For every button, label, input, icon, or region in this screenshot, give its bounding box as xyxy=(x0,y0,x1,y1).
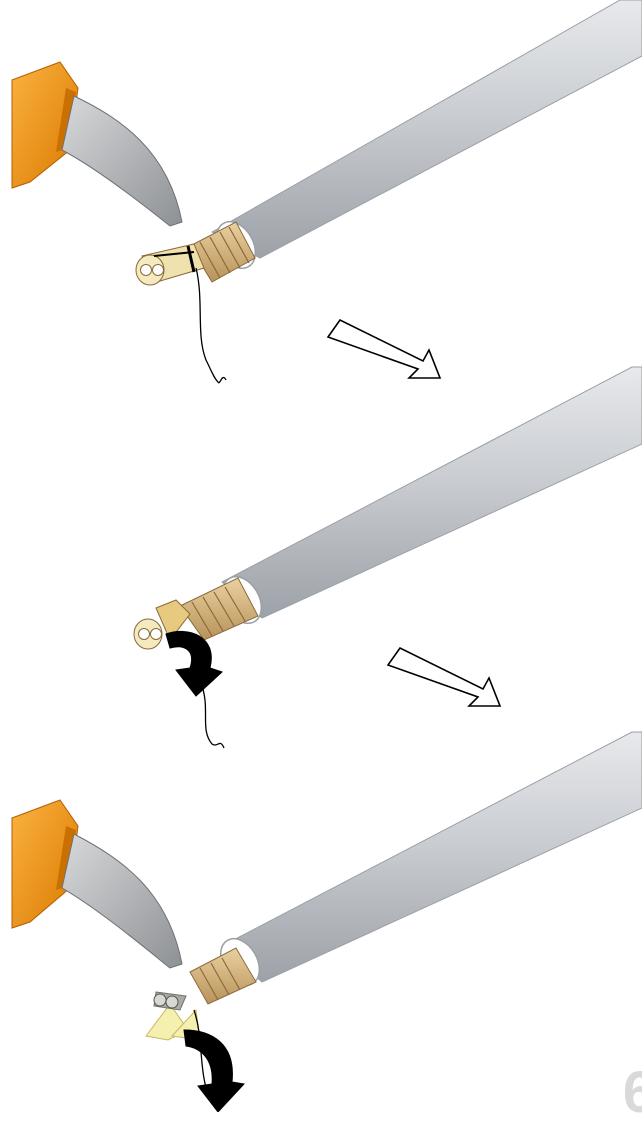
cable-conductors xyxy=(134,619,162,649)
process-arrow-icon xyxy=(388,648,500,706)
cable-sheath xyxy=(215,367,642,630)
rotation-arrow-icon xyxy=(184,1030,244,1112)
page-number: 6 xyxy=(623,1059,642,1126)
knife-icon xyxy=(12,62,182,226)
step-2 xyxy=(134,367,642,748)
cable-sheath xyxy=(213,732,642,992)
cable-conductors xyxy=(136,244,204,285)
rotation-arrow-icon xyxy=(166,631,222,696)
ripcord xyxy=(202,686,224,748)
cable-sheath xyxy=(209,0,642,275)
step-1 xyxy=(12,0,642,383)
knife-icon xyxy=(12,800,182,968)
step-3 xyxy=(12,732,642,1112)
process-arrow-icon xyxy=(328,320,440,378)
ripcord xyxy=(196,268,226,383)
